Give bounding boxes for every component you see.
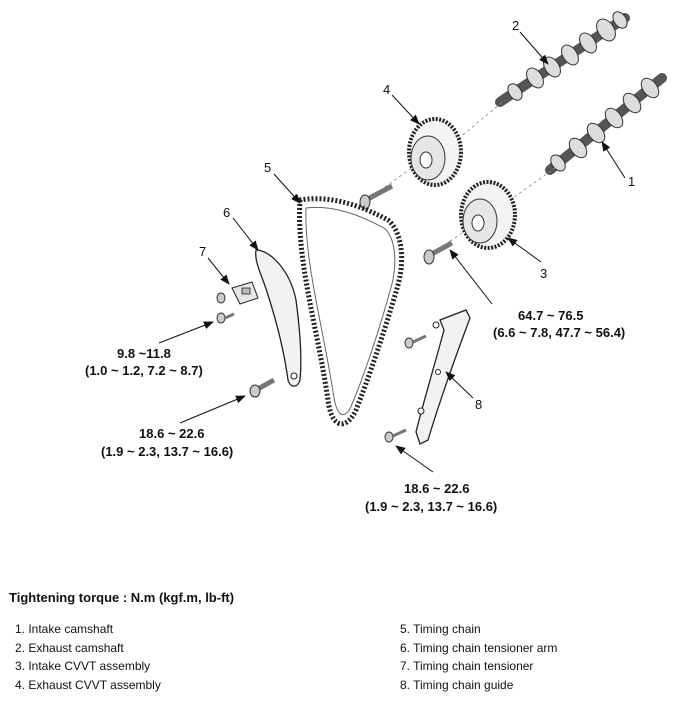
intake-camshaft xyxy=(545,73,667,175)
legend-item-tensioner-arm: 6. Timing chain tensioner arm xyxy=(400,640,558,655)
torque-chain-guide-nm: 18.6 ~ 22.6 xyxy=(404,481,469,496)
callout-leaders xyxy=(158,31,626,473)
tensioner-bolt xyxy=(216,292,235,324)
legend-item-exhaust-camshaft: 2. Exhaust camshaft xyxy=(15,640,124,655)
intake-cvvt-assembly xyxy=(459,180,517,250)
legend-column-right: 5. Timing chain 6. Timing chain tensione… xyxy=(400,620,557,695)
torque-tensioner-nm: 9.8 ~11.8 xyxy=(117,346,171,361)
exhaust-cvvt-assembly xyxy=(407,117,463,187)
timing-chain-tensioner-arm xyxy=(255,249,302,387)
callout-6: 6 xyxy=(223,205,230,220)
torque-tensioner-arm-alt: (1.9 ~ 2.3, 13.7 ~ 16.6) xyxy=(101,444,233,459)
torque-tensioner-alt: (1.0 ~ 1.2, 7.2 ~ 8.7) xyxy=(85,363,203,378)
legend-column-left: 1. Intake camshaft 2. Exhaust camshaft 3… xyxy=(15,620,161,695)
callout-7: 7 xyxy=(199,244,206,259)
callout-4: 4 xyxy=(383,82,390,97)
legend-item-chain-guide: 8. Timing chain guide xyxy=(400,678,514,693)
intake-cvvt-bolt xyxy=(423,240,454,265)
legend-item-exhaust-cvvt: 4. Exhaust CVVT assembly xyxy=(15,678,161,693)
chain-guide-bolt xyxy=(384,334,427,443)
timing-system-diagram: 1 2 3 4 5 6 7 8 64.7 ~ 76.5 (6.6 ~ 7.8, … xyxy=(85,11,667,514)
legend-item-intake-cvvt: 3. Intake CVVT assembly xyxy=(15,659,151,674)
callout-8: 8 xyxy=(475,397,482,412)
torque-cvvt-bolt-alt: (6.6 ~ 7.8, 47.7 ~ 56.4) xyxy=(493,325,625,340)
legend-item-intake-camshaft: 1. Intake camshaft xyxy=(15,622,114,636)
callout-2: 2 xyxy=(512,18,519,33)
torque-chain-guide-alt: (1.9 ~ 2.3, 13.7 ~ 16.6) xyxy=(365,499,497,514)
timing-chain-guide xyxy=(415,309,471,445)
callout-1: 1 xyxy=(628,174,635,189)
legend-item-timing-chain: 5. Timing chain xyxy=(400,622,481,636)
exhaust-camshaft xyxy=(495,11,630,107)
timing-chain-tensioner xyxy=(231,281,259,305)
legend-item-tensioner: 7. Timing chain tensioner xyxy=(400,659,534,674)
exhaust-cvvt-bolt xyxy=(359,183,394,210)
callout-5: 5 xyxy=(264,160,271,175)
callout-3: 3 xyxy=(540,266,547,281)
tensioner-arm-bolt xyxy=(249,377,276,398)
timing-chain xyxy=(297,196,405,427)
torque-tensioner-arm-nm: 18.6 ~ 22.6 xyxy=(139,426,204,441)
torque-cvvt-bolt-nm: 64.7 ~ 76.5 xyxy=(518,308,583,323)
torque-heading: Tightening torque : N.m (kgf.m, lb-ft) xyxy=(9,590,235,605)
